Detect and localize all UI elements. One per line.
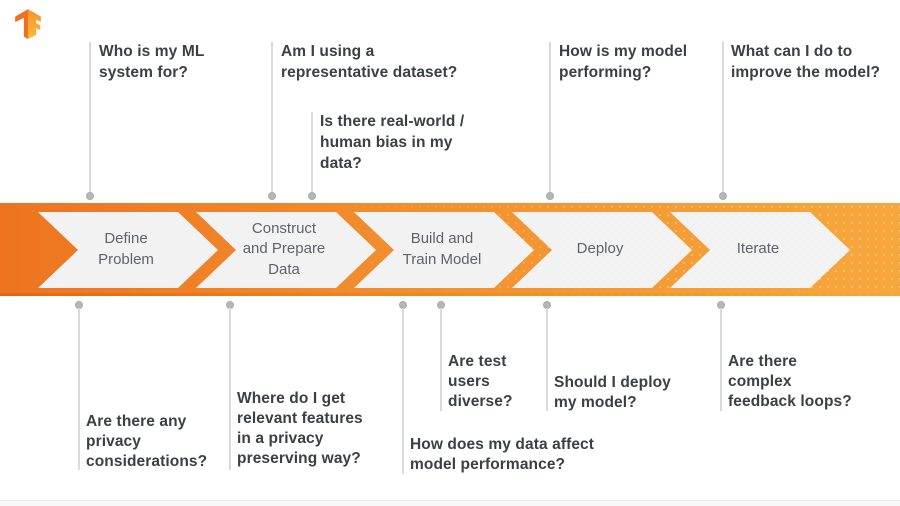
stage-label-build-train-model: Build and Train Model — [402, 230, 482, 268]
pipeline-band-graphic — [0, 203, 900, 296]
question-bottom-data-affect-performance: How does my data affect model performanc… — [410, 436, 595, 473]
connector-line — [311, 112, 313, 193]
question-bottom-privacy-considerations: Are there any privacy considerations? — [86, 413, 208, 470]
connector-dot — [268, 192, 276, 200]
chevron-define-problem — [38, 212, 218, 288]
chevron-iterate — [670, 212, 850, 288]
question-bottom-feedback-loops: Are there complex feedback loops? — [728, 353, 852, 410]
stage-label-deploy: Deploy — [576, 240, 624, 258]
stage-label-define-problem: Define Problem — [98, 230, 154, 268]
connector-dot — [86, 192, 94, 200]
chevron-build-train — [354, 212, 534, 288]
connector-line — [546, 308, 548, 411]
question-top-human-bias: Is there real-world / human bias in my d… — [320, 113, 465, 172]
question-top-representative-dataset: Am I using a representative dataset? — [281, 43, 458, 81]
band-bottom-edge — [0, 293, 900, 296]
chevron-deploy — [512, 212, 692, 288]
connector-dot — [308, 192, 316, 200]
connector-line — [440, 308, 442, 411]
stage-label-iterate: Iterate — [736, 240, 780, 258]
connector-line — [229, 308, 231, 470]
connector-line — [402, 308, 404, 474]
question-top-who-is-system-for: Who is my ML system for? — [99, 43, 205, 81]
question-bottom-should-deploy: Should I deploy my model? — [554, 374, 671, 411]
connector-dot — [719, 192, 727, 200]
question-top-improve-model: What can I do to improve the model? — [731, 43, 881, 81]
connector-line — [549, 42, 551, 193]
connector-line — [271, 42, 273, 193]
connector-dot — [546, 192, 554, 200]
connector-line — [720, 308, 722, 411]
chevron-construct-data — [196, 212, 376, 288]
question-bottom-test-users-diverse: Are test users diverse? — [448, 353, 513, 410]
question-top-model-performing: How is my model performing? — [559, 43, 688, 81]
connector-line — [89, 42, 91, 193]
stage-label-construct-prepare-data: Construct and Prepare Data — [242, 219, 326, 278]
connector-line — [722, 42, 724, 193]
connector-line — [78, 308, 80, 470]
tensorflow-logo-icon — [15, 9, 41, 39]
footer-divider — [0, 500, 900, 506]
question-bottom-relevant-features: Where do I get relevant features in a pr… — [237, 390, 363, 467]
